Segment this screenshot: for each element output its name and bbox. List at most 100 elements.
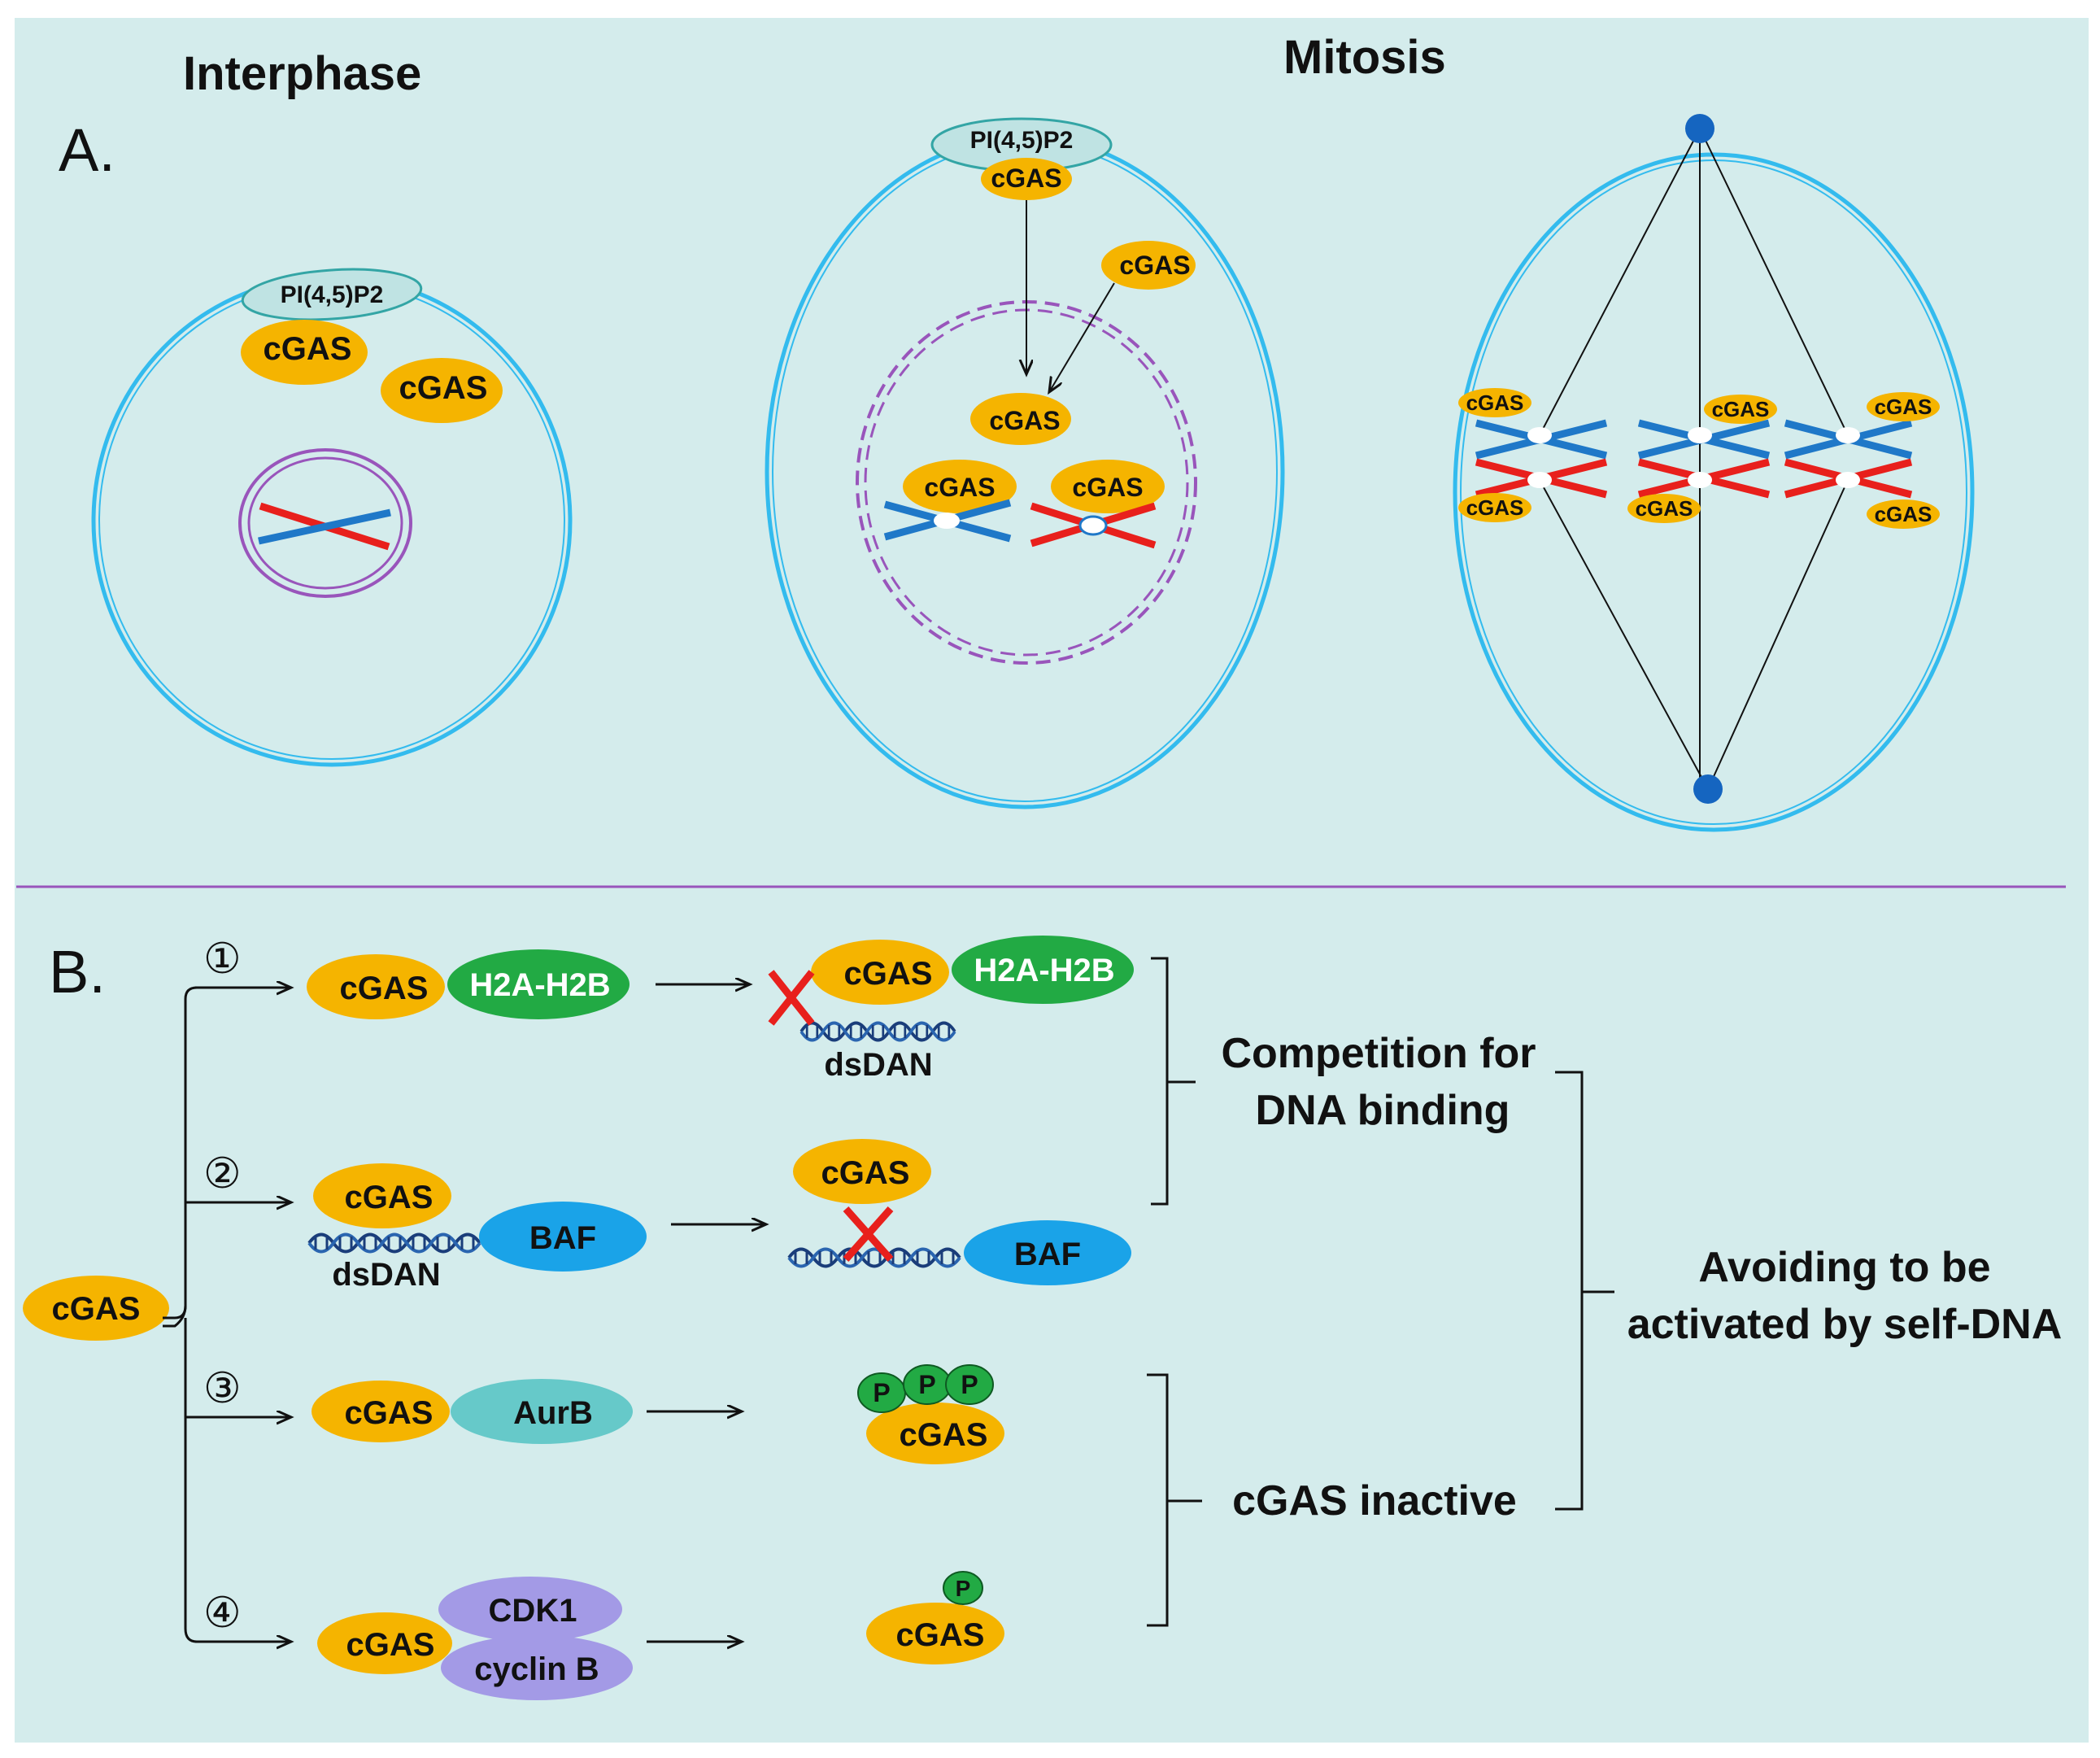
translocation-arrow (1049, 282, 1115, 392)
panel-a-label: A. (59, 116, 115, 184)
phospho-group (945, 1364, 994, 1405)
interphase-title: Interphase (183, 47, 421, 100)
result-cgas-label: cGAS (844, 956, 933, 992)
outcome-competition-line1: Competition for (1221, 1030, 1536, 1077)
metaphase-chromosome-middle (1637, 419, 1771, 499)
spindle-fibers (1539, 128, 1849, 790)
phospho-label: P (956, 1576, 971, 1601)
cgas (317, 1612, 452, 1674)
nucleus (238, 448, 412, 598)
inhibition-x (768, 970, 815, 1026)
cell-membrane-inner (1460, 159, 1967, 825)
panel-b-label: B. (49, 938, 106, 1006)
cgas-on-red-chromosome-label: cGAS (1072, 473, 1143, 502)
centrosome-top (1685, 114, 1714, 143)
pathway-2-number: ② (203, 1149, 242, 1198)
baf-label: BAF (529, 1220, 596, 1256)
phospho-label: P (873, 1378, 890, 1407)
cgas-origin-label: cGAS (52, 1291, 141, 1327)
dsdna-label: dsDAN (824, 1047, 932, 1083)
cgas-small (1627, 494, 1701, 523)
cgas-label: cGAS (345, 1395, 434, 1431)
pathway-4: cyclin B CDK1 cGAS cGAS P (317, 1571, 1004, 1700)
cell-membrane (1453, 152, 1975, 832)
cgas (307, 954, 445, 1019)
phospho-label: P (918, 1370, 935, 1399)
outcome-final-line2: activated by self-DNA (1627, 1301, 2063, 1348)
prophase-cell: PI(4,5)P2 cGAS cGAS cGAS cGAS cGAS (765, 117, 1285, 809)
result-cgas-label: cGAS (821, 1155, 910, 1191)
result-baf (964, 1220, 1131, 1285)
red-chromosome (1030, 502, 1157, 549)
chromosome (258, 502, 391, 551)
cgas-small (1867, 392, 1940, 421)
cgas-small (1458, 493, 1531, 522)
pathway-3-number: ③ (203, 1364, 242, 1413)
cgas (312, 1381, 450, 1442)
cgas-label: cGAS (340, 971, 429, 1006)
cgas-cytosol (381, 358, 503, 423)
aurb-label: AurB (513, 1395, 593, 1431)
metaphase-cell: cGAS cGAS cGAS cGAS cGAS cGAS (1453, 114, 1975, 832)
metaphase-chromosome-left (1475, 419, 1608, 499)
cgas-origin (23, 1276, 169, 1341)
cgas-membrane-label: cGAS (264, 331, 352, 367)
result-cgas (793, 1139, 931, 1204)
interphase-cell: PI(4,5)P2 cGAS cGAS (91, 268, 573, 767)
cgas-nuclear (970, 393, 1071, 445)
h2a-h2b (447, 949, 630, 1019)
baf (479, 1202, 647, 1272)
bracket-inactive (1147, 1373, 1202, 1627)
cgas-small (1458, 388, 1531, 417)
aurb (451, 1379, 633, 1444)
cgas-membrane-label: cGAS (991, 164, 1061, 193)
pathway-4-number: ④ (203, 1589, 242, 1638)
cdk1-label: CDK1 (489, 1593, 577, 1629)
pathway-2: cGAS dsDAN BAF cGAS BAF (307, 1139, 1131, 1293)
cgas-cytosol-label: cGAS (1119, 251, 1190, 280)
cgas-membrane (981, 158, 1072, 200)
inhibition-x (843, 1206, 894, 1262)
pathway-1-number: ① (203, 935, 242, 984)
cgas-small (1867, 499, 1940, 529)
mitosis-title: Mitosis (1283, 31, 1446, 84)
result-h2a-h2b (952, 936, 1134, 1004)
cgas-cytosol-label: cGAS (399, 370, 488, 406)
cgas-on-blue-chromosome-label: cGAS (924, 473, 995, 502)
bracket-competition (1151, 957, 1196, 1206)
pathway-1: cGAS H2A-H2B cGAS H2A-H2B dsDAN (307, 936, 1134, 1083)
cgas-membrane (241, 320, 368, 385)
cgas-cytosol (1101, 241, 1196, 290)
metaphase-chromosome-right (1784, 419, 1913, 499)
result-h2a-h2b-label: H2A-H2B (974, 953, 1114, 988)
outcome-competition-line2: DNA binding (1256, 1087, 1510, 1134)
cgas-on-blue-chromosome (903, 460, 1017, 513)
cgas-small-label: cGAS (1466, 495, 1524, 520)
cdk1 (438, 1577, 622, 1642)
phospho-label: P (961, 1370, 978, 1399)
bracket-final (1555, 1071, 1614, 1511)
cgas-small (1704, 395, 1777, 424)
cgas-small-label: cGAS (1466, 390, 1524, 415)
result-cgas (811, 940, 949, 1005)
cgas-label: cGAS (346, 1627, 435, 1663)
centrosome-bottom (1693, 774, 1723, 804)
cgas-label: cGAS (345, 1180, 434, 1215)
cgas-nuclear-label: cGAS (989, 406, 1060, 435)
cgas-on-red-chromosome (1051, 460, 1165, 513)
pip2-label: PI(4,5)P2 (970, 127, 1074, 154)
blue-chromosome (883, 499, 1012, 543)
result-cgas-phosphorylated (866, 1402, 1004, 1464)
phospho-group (943, 1571, 983, 1605)
pip2-lipid (241, 268, 423, 321)
cgas (313, 1163, 451, 1228)
cgas-small-label: cGAS (1636, 496, 1693, 521)
cyclin-b (441, 1635, 633, 1700)
result-baf-label: BAF (1014, 1237, 1081, 1272)
h2a-h2b-label: H2A-H2B (469, 967, 610, 1003)
cgas-small-label: cGAS (1875, 395, 1932, 419)
dsdna-label: dsDAN (332, 1257, 440, 1293)
cyclin-b-label: cyclin B (474, 1651, 599, 1687)
cgas-small-label: cGAS (1712, 397, 1770, 421)
pip2-label: PI(4,5)P2 (281, 281, 384, 308)
